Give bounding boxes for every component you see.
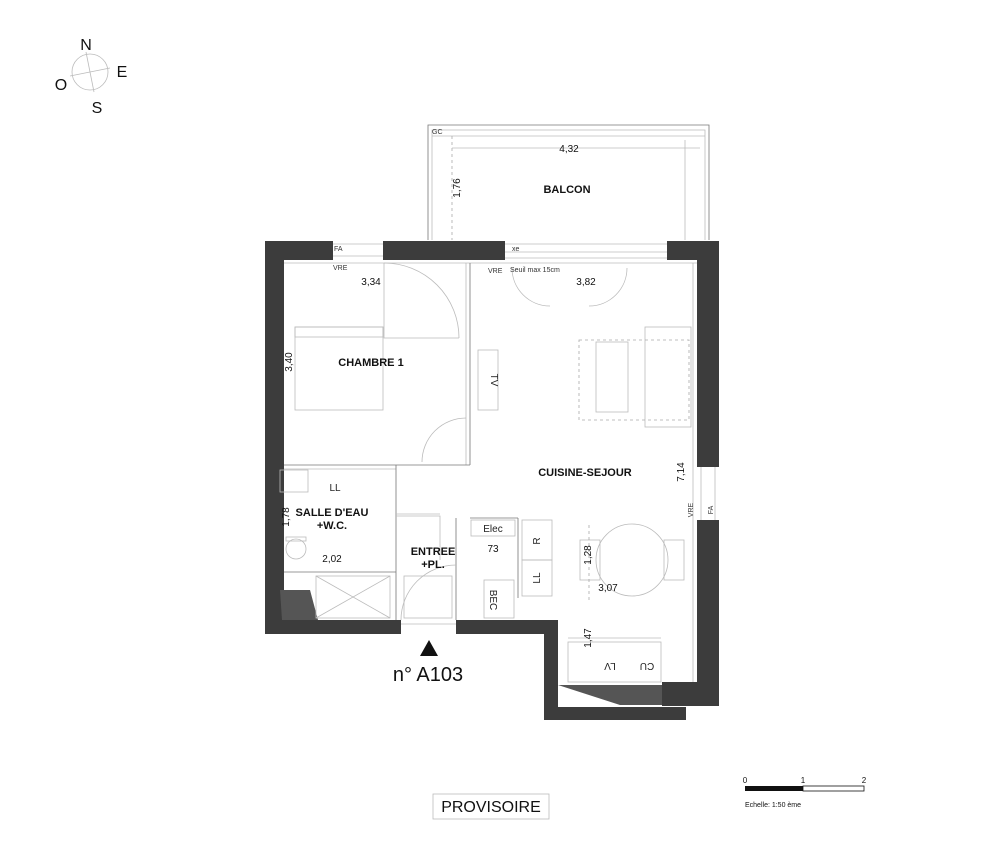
shower [315,575,391,619]
closet [403,575,453,619]
scale-tick-0: 0 [743,776,748,785]
compass-east: E [117,64,128,81]
note-seuil: Seuil max 15cm [510,267,560,274]
dimensions: 4,32 1,76 3,34 3,40 3,82 7,14 2,02 1,78 … [281,144,687,648]
toilet [285,538,307,560]
compass-north: N [80,37,92,54]
room-label-wc: +W.C. [317,520,347,532]
dim-balcon-width: 4,32 [559,144,579,155]
entrance-arrow-icon [420,640,438,656]
dim-sejour-depth: 7,14 [676,462,687,482]
note-fa-right: FA [708,505,715,514]
dim-chambre-width: 3,34 [361,277,381,288]
note-xe: xe [512,246,520,253]
note-r: R [532,537,543,544]
dim-sde-depth: 1,78 [281,507,292,527]
note-vre-chambre: VRE [333,265,348,272]
note-lv: LV [604,660,616,671]
lot-number: n° A103 [393,664,463,686]
status-box [432,793,550,820]
note-vre-right: VRE [688,502,695,517]
scale-bar: 0 1 2 Echelle: 1:50 ème [743,776,867,809]
interior-partitions [284,262,697,682]
room-label-cuisine-sejour: CUISINE-SEJOUR [538,467,632,479]
elec-panel [470,519,516,537]
annotations: GC FA xe VRE VRE Seuil max 15cm TV LL El… [329,129,715,671]
dim-sde-width: 2,02 [322,554,342,565]
room-label-balcon: BALCON [543,184,590,196]
dim-entree: 73 [487,544,499,555]
dining-table [595,523,669,597]
dim-kitchenette-depth: 1,47 [583,628,594,648]
note-ll-sde: LL [329,483,341,494]
windows [333,243,716,625]
note-fa-top: FA [334,246,343,253]
room-label-entree: ENTREE [411,546,456,558]
note-gc: GC [432,129,443,136]
dim-chambre-depth: 3,40 [284,352,295,372]
dim-balcon-depth: 1,76 [452,178,463,198]
note-cu: CU [640,660,654,671]
room-label-salle-eau: SALLE D'EAU [296,507,369,519]
compass-south: S [92,100,103,117]
scale-tick-2: 2 [862,776,867,785]
note-elec: Elec [483,524,502,535]
compass-rose: N E S O [55,37,128,117]
dim-sejour-width: 3,82 [576,277,596,288]
kitchen-counter [567,641,662,683]
room-label-placard: +PL. [421,559,445,571]
tv-unit [477,349,499,411]
dim-cuisine-width: 3,07 [598,583,618,594]
note-tv: TV [488,374,499,387]
scale-tick-1: 1 [801,776,806,785]
note-bec: BEC [487,590,498,611]
status-provisoire: PROVISOIRE [441,799,541,816]
room-label-chambre: CHAMBRE 1 [338,357,403,369]
compass-west: O [55,77,67,94]
balcony [427,124,710,240]
note-ll-cuisine: LL [532,572,543,584]
room-labels: BALCON CHAMBRE 1 CUISINE-SEJOUR SALLE D'… [296,184,632,571]
note-vre-sejour: VRE [488,268,503,275]
exterior-walls [265,241,719,720]
dim-cuisine-depth: 1,28 [583,545,594,565]
sofa [644,326,692,428]
scale-label: Echelle: 1:50 ème [745,802,801,809]
sink [279,469,309,493]
furniture [279,262,692,683]
